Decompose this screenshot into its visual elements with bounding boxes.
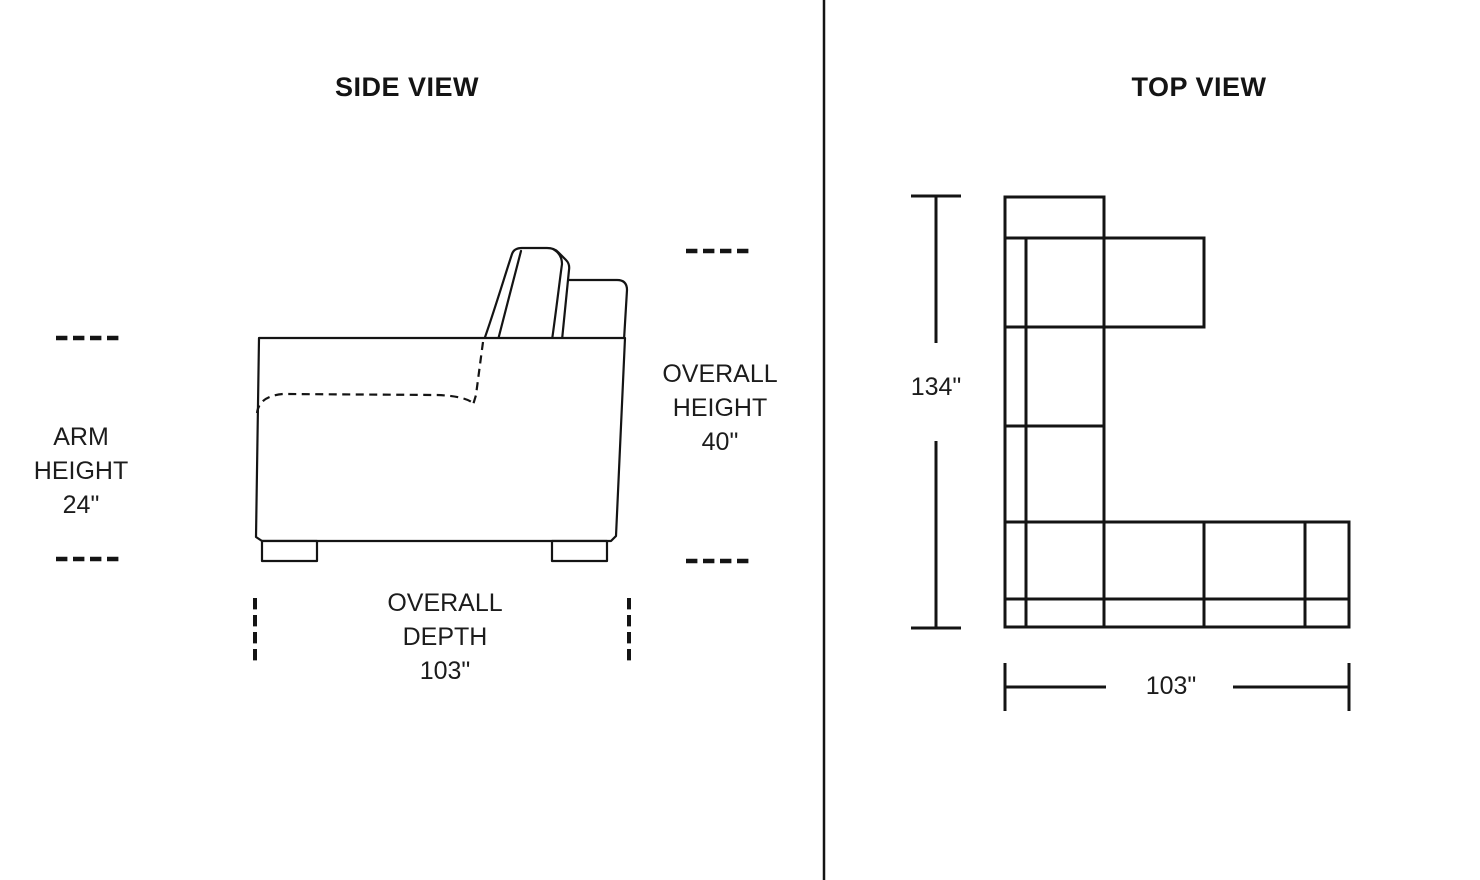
- overall-depth-label-value: 103": [419, 657, 471, 685]
- arm-height-label-value: 24": [62, 491, 100, 519]
- sofa-body: [254, 336, 627, 543]
- overall-height-label-line1: OVERALL: [662, 360, 778, 388]
- overall-depth-label-line1: OVERALL: [387, 589, 503, 617]
- top-view-depth-dimension-label: 103": [1145, 672, 1197, 700]
- sofa-back-cushion: [482, 246, 571, 342]
- back-cushion-left-seam: [496, 249, 523, 342]
- overall-depth-label-line2: DEPTH: [402, 623, 488, 651]
- length-dimension-line: [911, 194, 961, 630]
- seat-hidden-line-vertical: [471, 341, 485, 406]
- overall-depth-label: OVERALL DEPTH 103": [365, 586, 525, 688]
- back-cushion-right-seam: [550, 247, 564, 342]
- top-view-drawing: [911, 194, 1351, 711]
- overall-height-label-line2: HEIGHT: [672, 394, 768, 422]
- top-view-title: TOP VIEW: [1131, 72, 1267, 102]
- top-view-length-dimension-label: 134": [910, 373, 962, 401]
- arm-height-label-line1: ARM: [53, 423, 109, 451]
- side-view-drawing: [56, 246, 749, 661]
- seat-hidden-line-horizontal: [255, 392, 475, 414]
- overall-height-label-value: 40": [701, 428, 739, 456]
- sofa-back-foot: [260, 539, 319, 563]
- overall-height-label: OVERALL HEIGHT 40": [640, 357, 800, 459]
- depth-dimension-line: [1003, 663, 1351, 711]
- side-view-title: SIDE VIEW: [334, 72, 480, 102]
- sofa-front-foot: [550, 539, 609, 563]
- arm-height-label: ARM HEIGHT 24": [1, 420, 161, 522]
- sectional-outline-grid: [1003, 195, 1351, 629]
- arm-height-label-line2: HEIGHT: [33, 457, 129, 485]
